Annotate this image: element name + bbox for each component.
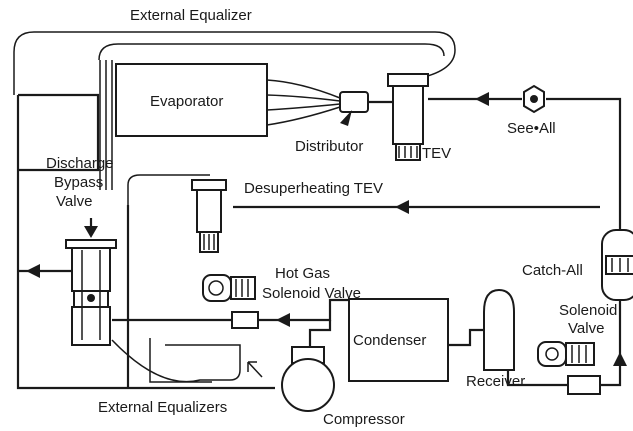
flow-arrow-liquid	[475, 92, 489, 106]
flow-arrow-desuperheat	[395, 200, 409, 214]
hot-gas-line	[112, 298, 350, 322]
receiver-tank	[483, 288, 515, 371]
desuperheating-tev-icon	[191, 179, 227, 253]
liquid-line-top	[428, 97, 622, 230]
flow-arrow-hot-gas	[276, 313, 290, 327]
tev-label: TEV	[422, 145, 451, 162]
distributor-body	[339, 91, 369, 113]
external-equalizer-lower-2	[149, 338, 212, 383]
liquid-solenoid-icon	[537, 341, 601, 395]
catch-all-label: Catch-All	[522, 262, 583, 279]
valve-label: Valve	[56, 193, 92, 210]
left-main-line	[16, 95, 275, 390]
receiver-label: Receiver	[466, 373, 525, 390]
desuperheat-loop	[127, 174, 210, 205]
tev-valve-icon	[387, 73, 429, 161]
distributor-tubes	[266, 79, 341, 126]
external-equalizers-label: External Equalizers	[98, 399, 227, 416]
compressor-icon	[281, 346, 335, 412]
see-all-label: See•All	[507, 120, 556, 137]
external-equalizer-line	[13, 31, 456, 95]
bypass-label: Bypass	[54, 174, 103, 191]
suction-header	[18, 93, 100, 172]
compressor-discharge	[308, 320, 332, 350]
external-equalizer-inner-line	[98, 43, 445, 61]
sight-glass-icon	[523, 84, 545, 114]
condenser-label: Condenser	[353, 332, 426, 349]
bypass-arrow-down	[84, 226, 98, 238]
discharge-label: Discharge	[46, 155, 114, 172]
solenoid-valve-label: Valve	[568, 320, 604, 337]
condenser-box	[348, 298, 449, 382]
hot-gas-label: Hot Gas	[275, 265, 330, 282]
hot-gas-solenoid-icon	[202, 274, 259, 329]
external-equalizer-arrow	[247, 361, 263, 378]
catch-all-filter-icon	[601, 229, 633, 301]
hot-gas-solenoid-valve-label: Solenoid Valve	[262, 285, 361, 302]
condenser-outlet	[448, 328, 490, 347]
distributor-label: Distributor	[295, 138, 363, 155]
compressor-label: Compressor	[323, 411, 405, 428]
right-liquid-line	[600, 300, 622, 387]
flow-arrow-up-right	[613, 352, 627, 366]
external-equalizer-label: External Equalizer	[130, 7, 252, 24]
evaporator-label: Evaporator	[150, 93, 223, 110]
discharge-bypass-valve-icon	[65, 239, 117, 346]
distributor-pointer	[340, 110, 352, 126]
desuperheating-tev-label: Desuperheating TEV	[244, 180, 383, 197]
evaporator-box	[115, 63, 268, 137]
solenoid-label: Solenoid	[559, 302, 617, 319]
external-equalizer-lower	[111, 339, 241, 383]
